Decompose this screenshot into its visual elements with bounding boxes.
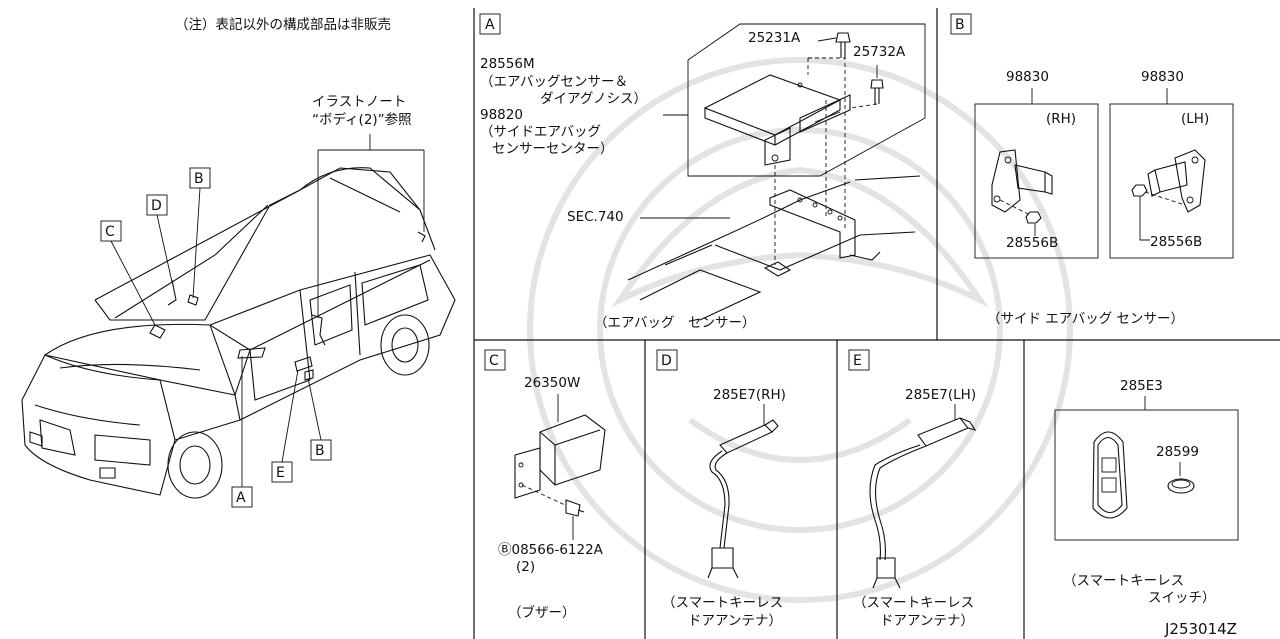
illust-note-label: イラストノート bbox=[312, 94, 406, 110]
diagram-id: J253014Z bbox=[1164, 620, 1237, 638]
panel-d: D 285E7(RH) （スマートキーレス ドアアンテナ） bbox=[656, 349, 786, 629]
callout-d: D bbox=[151, 198, 162, 214]
panel-e-letter: E bbox=[853, 353, 862, 369]
part-285e7-rh: 285E7(RH) bbox=[713, 387, 786, 403]
panel-b-letter: B bbox=[955, 17, 965, 33]
panel-a-letter: A bbox=[485, 17, 495, 33]
part-28599: 28599 bbox=[1156, 444, 1199, 460]
panel-f-caption-2: スイッチ） bbox=[1148, 590, 1216, 606]
panel-a: A 28556M （エアバッグセンサー＆ ダイアグノシス） 98820 （サイド… bbox=[479, 13, 926, 331]
part-98820-desc-1: （サイドエアバッグ bbox=[480, 124, 601, 140]
part-98820-desc-2: センサーセンター） bbox=[492, 141, 614, 157]
callout-b-top: B bbox=[194, 171, 204, 187]
part-28556m-number: 28556M bbox=[480, 56, 535, 72]
panel-c-letter: C bbox=[489, 353, 499, 369]
rh-tag: (RH) bbox=[1046, 111, 1076, 127]
ref-leader bbox=[317, 134, 425, 318]
lh-tag: (LH) bbox=[1181, 111, 1209, 127]
panel-c: C 26350W Ⓑ08566-6122A (2) （ブザー） bbox=[484, 349, 606, 621]
part-98820-number: 98820 bbox=[480, 107, 523, 123]
panel-f: 285E3 28599 （スマートキーレス スイッチ） bbox=[1054, 378, 1239, 606]
callout-e: E bbox=[276, 465, 285, 481]
panel-a-caption: （エアバッグ センサー） bbox=[594, 315, 755, 331]
overview-callouts: C D B A E B bbox=[100, 167, 332, 508]
part-26350w: 26350W bbox=[524, 375, 580, 391]
panel-e-caption-2: ドアアンテナ） bbox=[880, 613, 974, 629]
body-ref-label: “ボディ(2)”参照 bbox=[312, 111, 412, 128]
part-285e7-lh: 285E7(LH) bbox=[905, 387, 976, 403]
note-text: （注）表記以外の構成部品は非販売 bbox=[175, 16, 391, 33]
nut-28556b-lh: 28556B bbox=[1150, 234, 1202, 250]
part-28556m-desc-1: （エアバッグセンサー＆ bbox=[480, 74, 628, 90]
part-98830-rh: 98830 bbox=[1006, 69, 1049, 85]
callout-b-bottom: B bbox=[315, 443, 325, 459]
bolt-08566-6122a: Ⓑ08566-6122A bbox=[498, 542, 604, 558]
panel-b-caption: （サイド エアバッグ センサー） bbox=[987, 311, 1184, 327]
nut-28556b-rh: 28556B bbox=[1006, 235, 1058, 251]
panel-d-letter: D bbox=[661, 353, 672, 369]
part-25732a-number: 25732A bbox=[853, 44, 906, 60]
callout-c: C bbox=[105, 224, 115, 240]
panel-grid bbox=[473, 8, 1280, 639]
vehicle-illustration bbox=[21, 167, 456, 499]
panel-e-caption-1: （スマートキーレス bbox=[853, 595, 974, 611]
bolt-qty: (2) bbox=[516, 559, 535, 575]
panel-c-caption: （ブザー） bbox=[508, 604, 576, 621]
part-285e3: 285E3 bbox=[1120, 378, 1163, 394]
panel-d-caption-1: （スマートキーレス bbox=[662, 595, 783, 611]
callout-a: A bbox=[236, 490, 246, 506]
panel-b: B 98830 98830 (RH) (LH) 28556B 28556B （サ… bbox=[950, 13, 1234, 327]
sec-740-label: SEC.740 bbox=[567, 209, 624, 225]
panel-e: E 285E7(LH) （スマートキーレス ドアアンテナ） bbox=[848, 349, 977, 629]
part-25231a-number: 25231A bbox=[748, 30, 801, 46]
part-98830-lh: 98830 bbox=[1141, 69, 1184, 85]
panel-d-caption-2: ドアアンテナ） bbox=[688, 613, 782, 629]
part-28556m-desc-2: ダイアグノシス） bbox=[540, 91, 647, 107]
panel-f-caption-1: （スマートキーレス bbox=[1063, 573, 1184, 589]
